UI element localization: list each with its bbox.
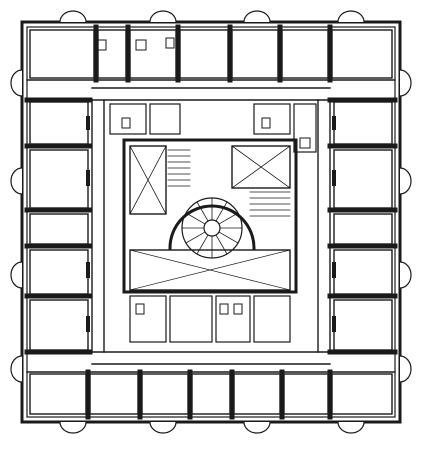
outer-wall: [20, 20, 402, 424]
stair-hall-left: [129, 145, 191, 215]
right-wing-rooms: [332, 101, 393, 351]
stair-hall-right: [231, 145, 291, 217]
top-row-rooms: [29, 29, 393, 79]
bottom-row-rooms: [29, 373, 393, 415]
spiral-staircase: [168, 197, 256, 259]
upper-service-rooms: [109, 103, 317, 153]
perimeter-niches: [10, 10, 412, 434]
heavy-walls: [24, 24, 398, 420]
corridor-walls: [26, 79, 396, 373]
left-wing-rooms: [29, 101, 90, 351]
central-hall: [129, 249, 291, 291]
central-core: [122, 138, 298, 294]
lower-service-rooms: [129, 295, 291, 343]
outer-wall-inner: [26, 26, 396, 418]
